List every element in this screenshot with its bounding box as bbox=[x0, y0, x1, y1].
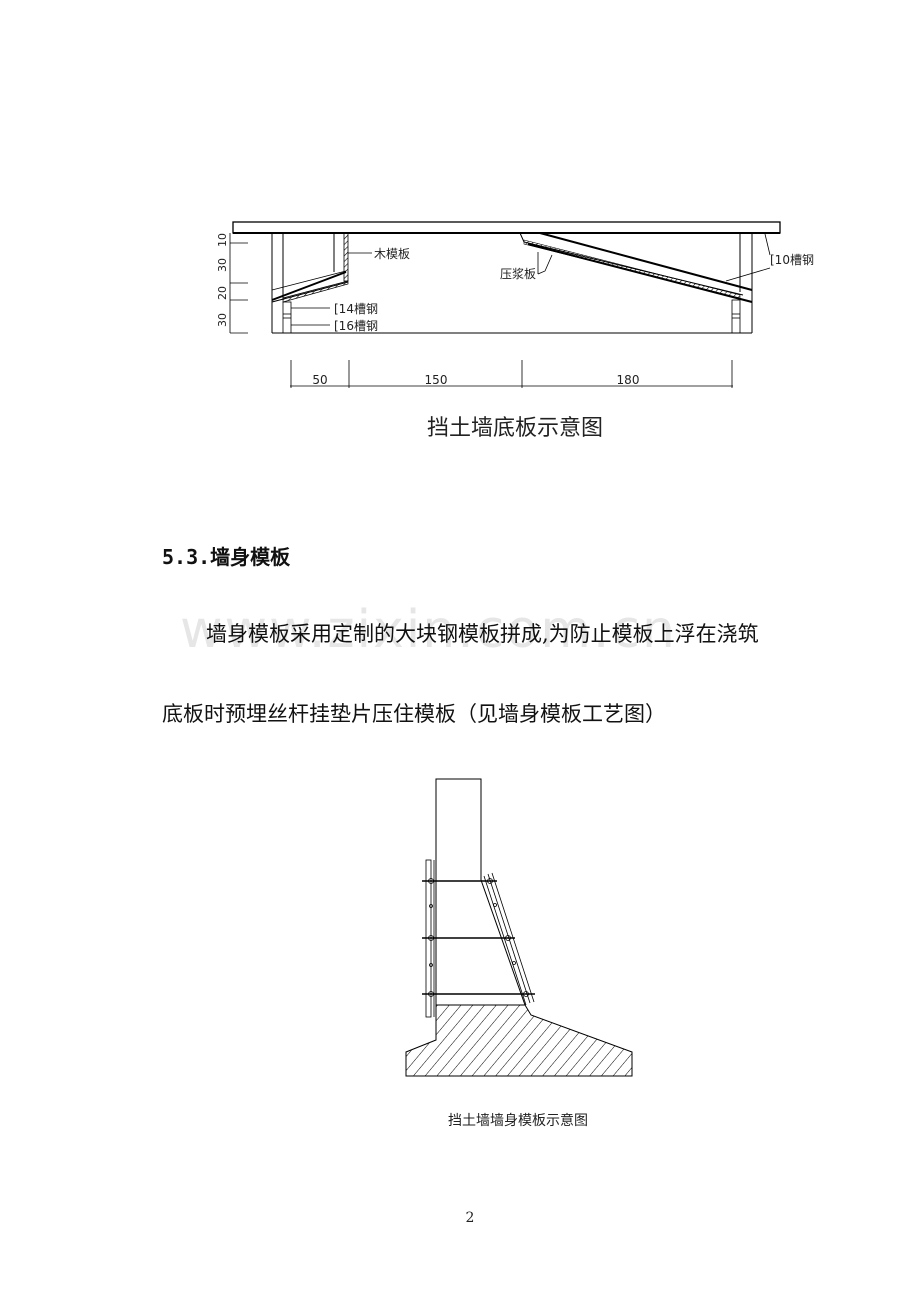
label-channel-14: [14槽钢 bbox=[334, 302, 378, 316]
svg-text:50: 50 bbox=[312, 373, 327, 387]
svg-text:150: 150 bbox=[425, 373, 448, 387]
svg-text:20: 20 bbox=[216, 286, 229, 300]
label-wood-form: 木模板 bbox=[374, 247, 410, 261]
page-number: 2 bbox=[465, 1210, 475, 1226]
svg-text:30: 30 bbox=[216, 258, 229, 272]
label-channel-16: [16槽钢 bbox=[334, 319, 378, 333]
paragraph-line-2: 底板时预埋丝杆挂垫片压住模板（见墙身模板工艺图） bbox=[162, 702, 666, 726]
section-heading: 5.3.墙身模板 bbox=[162, 545, 291, 569]
figure2-caption: 挡土墙墙身模板示意图 bbox=[448, 1113, 588, 1129]
figure1-caption: 挡土墙底板示意图 bbox=[426, 416, 603, 441]
wall-formwork-diagram bbox=[405, 778, 633, 1077]
svg-text:10: 10 bbox=[216, 233, 229, 247]
svg-text:180: 180 bbox=[617, 373, 640, 387]
base-plate-diagram: 10 30 20 30 木模板 压浆板 [10槽钢 [14槽钢 [16槽钢 50… bbox=[216, 221, 814, 388]
watermark: www.zixin.com.cn bbox=[180, 600, 677, 660]
label-channel-10: [10槽钢 bbox=[770, 253, 814, 267]
paragraph-line-1: 墙身模板采用定制的大块钢模板拼成,为防止模板上浮在浇筑 bbox=[206, 622, 759, 646]
label-grout-plate: 压浆板 bbox=[500, 266, 536, 281]
svg-text:30: 30 bbox=[216, 313, 229, 327]
